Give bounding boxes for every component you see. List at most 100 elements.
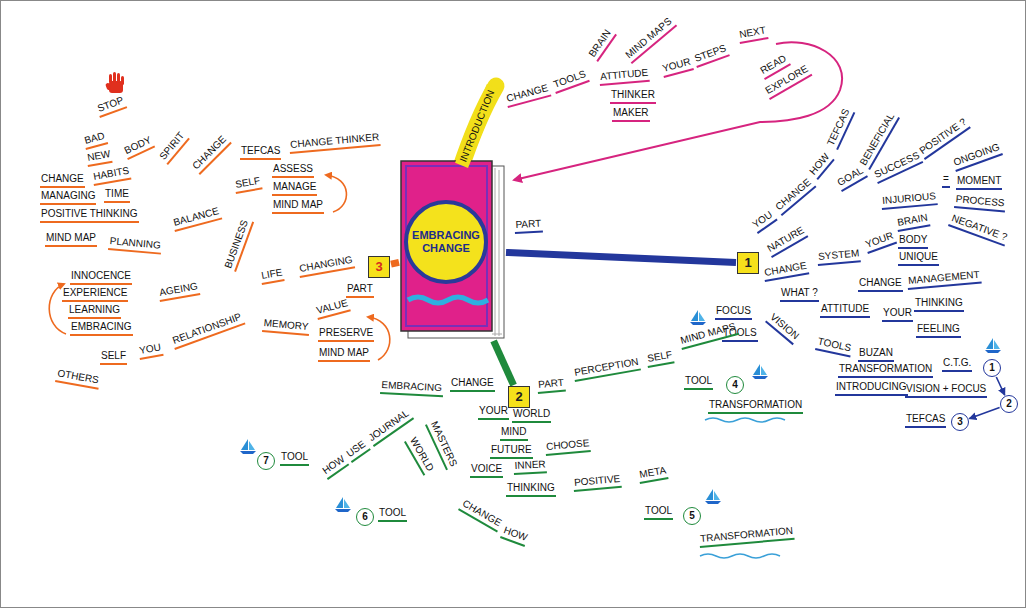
branch-label: NEW	[85, 148, 113, 167]
boat-icon	[240, 439, 256, 454]
stop-hand-icon	[105, 72, 124, 93]
branch-label: PROCESS	[954, 193, 1006, 212]
branch-label: OTHERS	[55, 367, 101, 389]
branch-label: INNER	[513, 458, 547, 475]
tool-number-circle: 5	[683, 507, 701, 525]
branch-label: CHANGE	[40, 173, 85, 188]
branch-label: WORLD	[512, 408, 551, 423]
branch-label: TRANSFORMATION	[699, 525, 795, 548]
branch-label: BODY	[898, 234, 928, 249]
branch-label: TOOLS	[815, 335, 853, 357]
branch-label: SYSTEM	[817, 247, 861, 266]
branch-label: NEGATIVE ?	[948, 212, 1010, 247]
branch-label: CHANGE	[450, 377, 495, 392]
branch-label: BUZAN	[858, 347, 894, 362]
tool-number-circle: 1	[983, 359, 1001, 377]
wave-line	[700, 554, 780, 558]
branch-label: YOUR	[660, 56, 694, 78]
number-text: 5	[684, 508, 700, 523]
number-text: 3	[369, 257, 389, 276]
branch-label: BALANCE	[171, 205, 222, 232]
book-cover: EMBRACING CHANGE	[400, 160, 505, 340]
branch-label: YOUR	[882, 307, 913, 322]
branch-label: MIND MAPS	[622, 15, 677, 64]
branch-label: GOAL	[835, 164, 868, 192]
branch-label: POSITIVE THINKING	[40, 208, 139, 223]
branch-label: TEFCAS	[240, 145, 281, 160]
part-number-box: 3	[368, 256, 390, 278]
branch-label: FOCUS	[715, 305, 752, 320]
tool-number-circle: 6	[356, 508, 374, 526]
branch-label: USE	[343, 438, 370, 463]
branch-label: CHANGE	[504, 82, 551, 108]
branch-label: TRANSFORMATION	[838, 363, 933, 378]
number-text: 6	[357, 509, 373, 524]
branch-label: LIFE	[259, 266, 284, 285]
band-label: INTRODUCTION	[455, 84, 500, 168]
loop-arrow	[368, 317, 390, 360]
boat-icon	[705, 489, 721, 504]
branch-label: MANAGEMENT	[907, 269, 982, 290]
branch-label: MIND MAP	[318, 347, 370, 362]
branch-label: META	[637, 464, 668, 484]
branch-label: INJURIOUS	[881, 190, 938, 210]
branch-label: SELF	[645, 349, 674, 368]
branch-label: =	[942, 173, 950, 188]
branch-label: STOP	[95, 94, 127, 118]
branch-label: AGEING	[157, 280, 200, 302]
branch-label: BODY	[122, 134, 156, 160]
branch-label: YOU	[749, 208, 777, 234]
branch-label: MIND MAPS	[678, 320, 739, 350]
branch-label: BRAIN	[895, 212, 930, 232]
tool-number-circle: 2	[1000, 395, 1018, 413]
branch-label: INTRODUCING	[835, 381, 908, 396]
branch-label: SELF	[233, 175, 262, 194]
number-text: 1	[984, 360, 1000, 375]
branch-label: ATTITUDE	[820, 303, 870, 318]
branch-label: MEMORY	[262, 317, 310, 336]
branch-label: MIND MAP	[45, 232, 97, 247]
branch-label: YOUR	[863, 229, 897, 254]
branch-label: CHANGE	[772, 176, 816, 216]
branch-label: VALUE	[314, 297, 351, 320]
branch-label: CHANGE THINKER	[289, 131, 381, 154]
branch-label: HABITS	[91, 165, 131, 186]
branch-label: TOOL	[644, 505, 673, 520]
sequence-arrow	[969, 407, 999, 418]
branch-label: TEFCAS	[905, 413, 946, 428]
number-text: 3	[952, 414, 968, 429]
number-text: 7	[258, 453, 274, 468]
part-branch	[506, 252, 736, 262]
branch-label: CHOOSE	[545, 437, 591, 456]
branch-label: STEPS	[692, 42, 730, 68]
branch-label: PERCEPTION	[572, 356, 641, 382]
branch-label: TOOL	[378, 507, 407, 522]
branch-label: BRAIN	[586, 27, 617, 62]
branch-label: SPIRIT	[157, 129, 190, 165]
branch-label: CHANGE	[189, 133, 231, 175]
branch-label: THINKING	[506, 482, 556, 497]
branch-label: VOICE	[470, 463, 503, 478]
branch-label: PART	[514, 218, 542, 234]
branch-label: INNOCENCE	[70, 270, 132, 285]
branch-label: MAKER	[612, 107, 650, 122]
tool-number-circle: 7	[257, 452, 275, 470]
tool-number-circle: 4	[726, 376, 744, 394]
branch-label: CHANGE	[858, 277, 903, 292]
branch-label: HOW	[807, 150, 835, 180]
branch-label: EMBRACING	[380, 379, 443, 397]
branch-label: TOOLS	[551, 68, 590, 94]
branch-label: MIND	[500, 426, 528, 441]
tool-number-circle: 3	[951, 413, 969, 431]
branch-label: EMBRACING	[70, 321, 133, 336]
branch-label: YOU	[137, 341, 163, 360]
loop-arrow	[326, 175, 346, 212]
branch-label: NATURE	[765, 224, 809, 258]
boat-icon	[335, 497, 351, 512]
branch-label: MOMENT	[956, 175, 1002, 190]
branch-label: FUTURE	[490, 444, 533, 459]
book-title: EMBRACING CHANGE	[411, 229, 481, 255]
sequence-arrow	[996, 377, 1004, 395]
return-arrow	[514, 42, 842, 180]
